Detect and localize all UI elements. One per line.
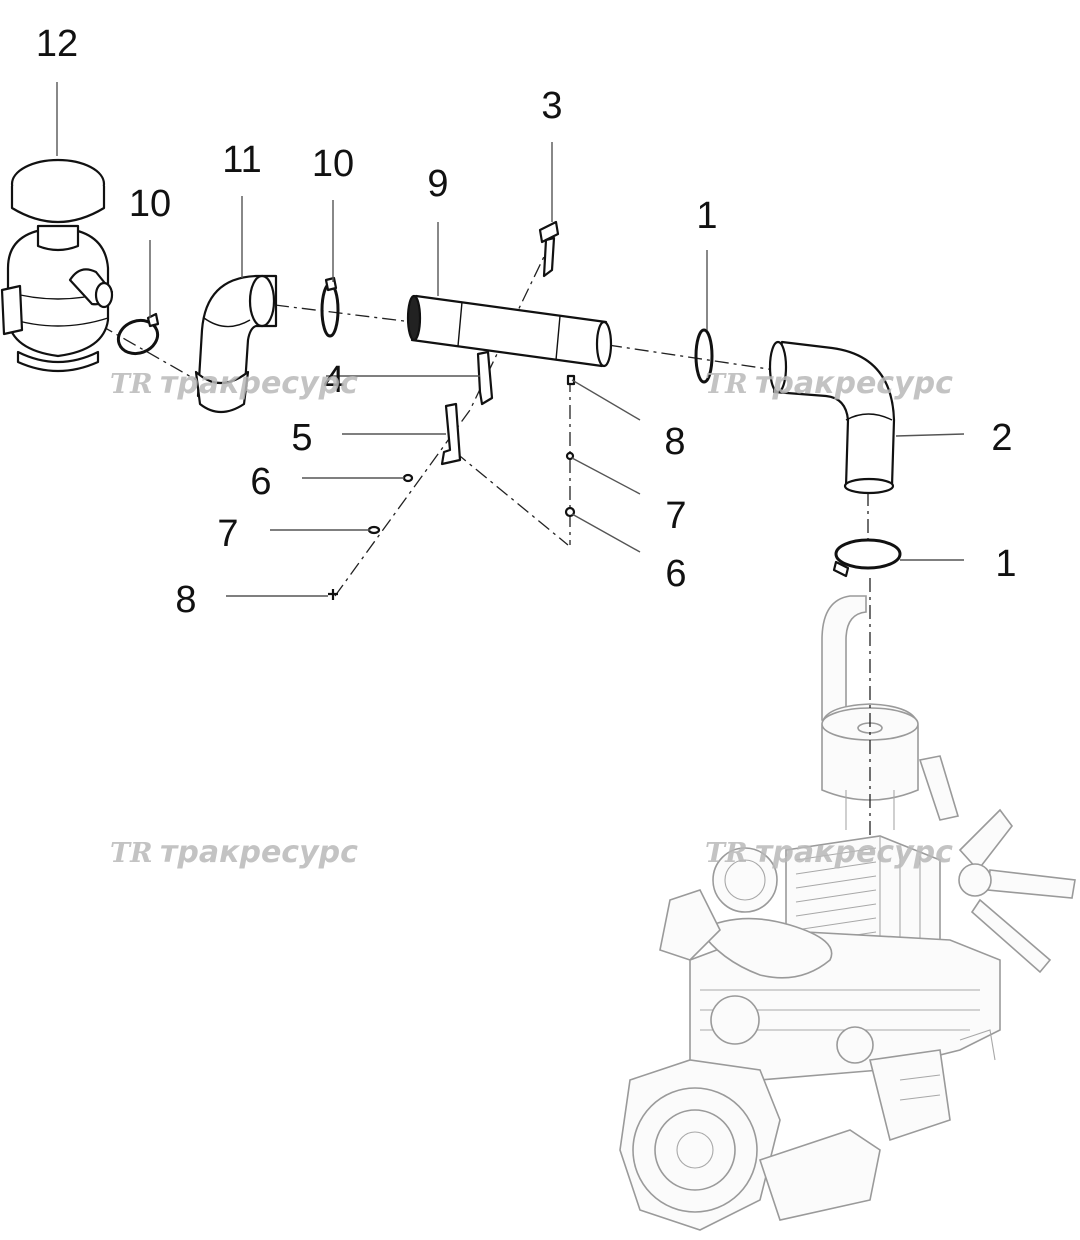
callout-2: 2 [991, 417, 1012, 459]
fasteners [328, 374, 576, 600]
callout-8-right: 8 [664, 421, 685, 463]
callout-11: 11 [222, 139, 261, 181]
callout-6-right: 6 [665, 553, 686, 595]
callout-10-left: 10 [129, 183, 171, 225]
part-11-elbow-hose [194, 274, 278, 414]
watermark-logo: TR [705, 838, 748, 869]
callout-10-right: 10 [312, 143, 354, 185]
watermark-top-left: TR тракресурс [110, 366, 358, 401]
part-10-clamp-left [116, 312, 160, 356]
watermark-logo: TR [110, 838, 153, 869]
part-1-clamp-lower [832, 538, 902, 578]
assembly-center-lines [99, 239, 871, 840]
callout-9: 9 [427, 163, 448, 205]
engine-assembly-ghost [619, 595, 1076, 1231]
watermark-bottom-right: TR тракресурс [705, 835, 953, 870]
watermark-top-right: TR тракресурс [705, 366, 953, 401]
watermark-text: тракресурс [755, 835, 953, 870]
callout-4: 4 [323, 359, 344, 401]
part-12-air-cleaner [0, 158, 114, 373]
watermark-text: тракресурс [160, 366, 358, 401]
callout-1-upper: 1 [696, 195, 717, 237]
part-10-clamp-right [320, 276, 340, 338]
watermark-logo: TR [110, 369, 153, 400]
callout-3: 3 [541, 85, 562, 127]
part-2-elbow-hose [768, 340, 896, 495]
watermark-text: тракресурс [755, 366, 953, 401]
callout-7-left: 7 [217, 513, 238, 555]
callout-8-left: 8 [175, 579, 196, 621]
callout-5: 5 [291, 417, 312, 459]
callout-1-lower: 1 [995, 543, 1016, 585]
watermark-bottom-left: TR тракресурс [110, 835, 358, 870]
watermark-logo: TR [705, 369, 748, 400]
callout-numbers: 12 11 10 10 9 3 1 4 8 2 5 6 7 7 8 6 1 [36, 23, 1017, 621]
part-3-bracket [538, 220, 560, 278]
callout-7-right: 7 [665, 495, 686, 537]
watermark-text: тракресурс [160, 835, 358, 870]
part-4-bracket [476, 350, 494, 406]
part-9-intake-pipe [406, 294, 613, 368]
leader-lines [56, 82, 965, 597]
callout-12: 12 [36, 23, 78, 65]
part-1-clamp-upper [694, 328, 714, 384]
part-5-bracket [440, 402, 462, 466]
callout-6-left: 6 [250, 461, 271, 503]
